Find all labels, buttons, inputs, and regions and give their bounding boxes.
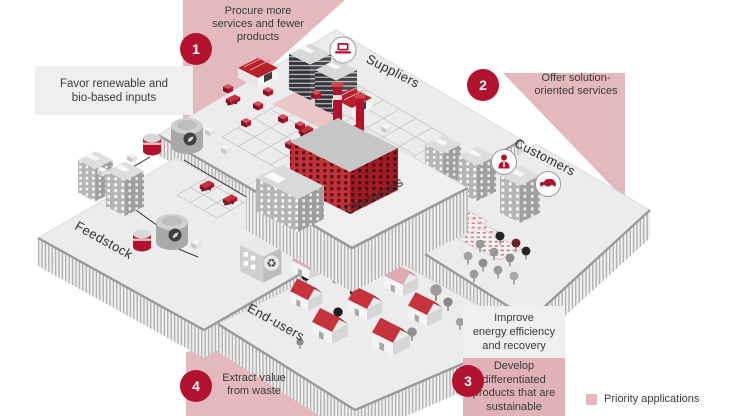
legend-swatch — [586, 393, 597, 405]
note-energy-efficiency: Improve energy efficiency and recovery — [463, 306, 565, 358]
feedstock-tank-red — [143, 133, 161, 156]
feedstock-tank-2 — [156, 214, 188, 250]
legend-label: Priority applications — [604, 393, 700, 405]
callout-1-text: Procure more services and fewer products — [212, 5, 304, 43]
callout-2-badge: 2 — [467, 69, 499, 101]
feedstock-building-2 — [106, 161, 144, 216]
callout-2-text: Offer solution- oriented services — [534, 72, 618, 97]
callout-1-badge: 1 — [180, 33, 212, 65]
priority-band-2 — [503, 73, 625, 200]
laptop-icon — [329, 36, 357, 64]
legend: Priority applications — [586, 393, 699, 405]
chemical-factory — [256, 82, 398, 232]
feedstock-tank-leaf — [171, 118, 203, 154]
person-icon — [491, 149, 517, 175]
car-icon — [535, 171, 561, 197]
callout-3-badge: 3 — [452, 365, 484, 397]
note-renewable-inputs: Favor renewable and bio-based inputs — [35, 66, 193, 115]
callout-4-text: Extract value from waste — [222, 372, 286, 397]
callout-4-badge: 4 — [180, 370, 212, 402]
platform-chemicals — [245, 82, 469, 292]
